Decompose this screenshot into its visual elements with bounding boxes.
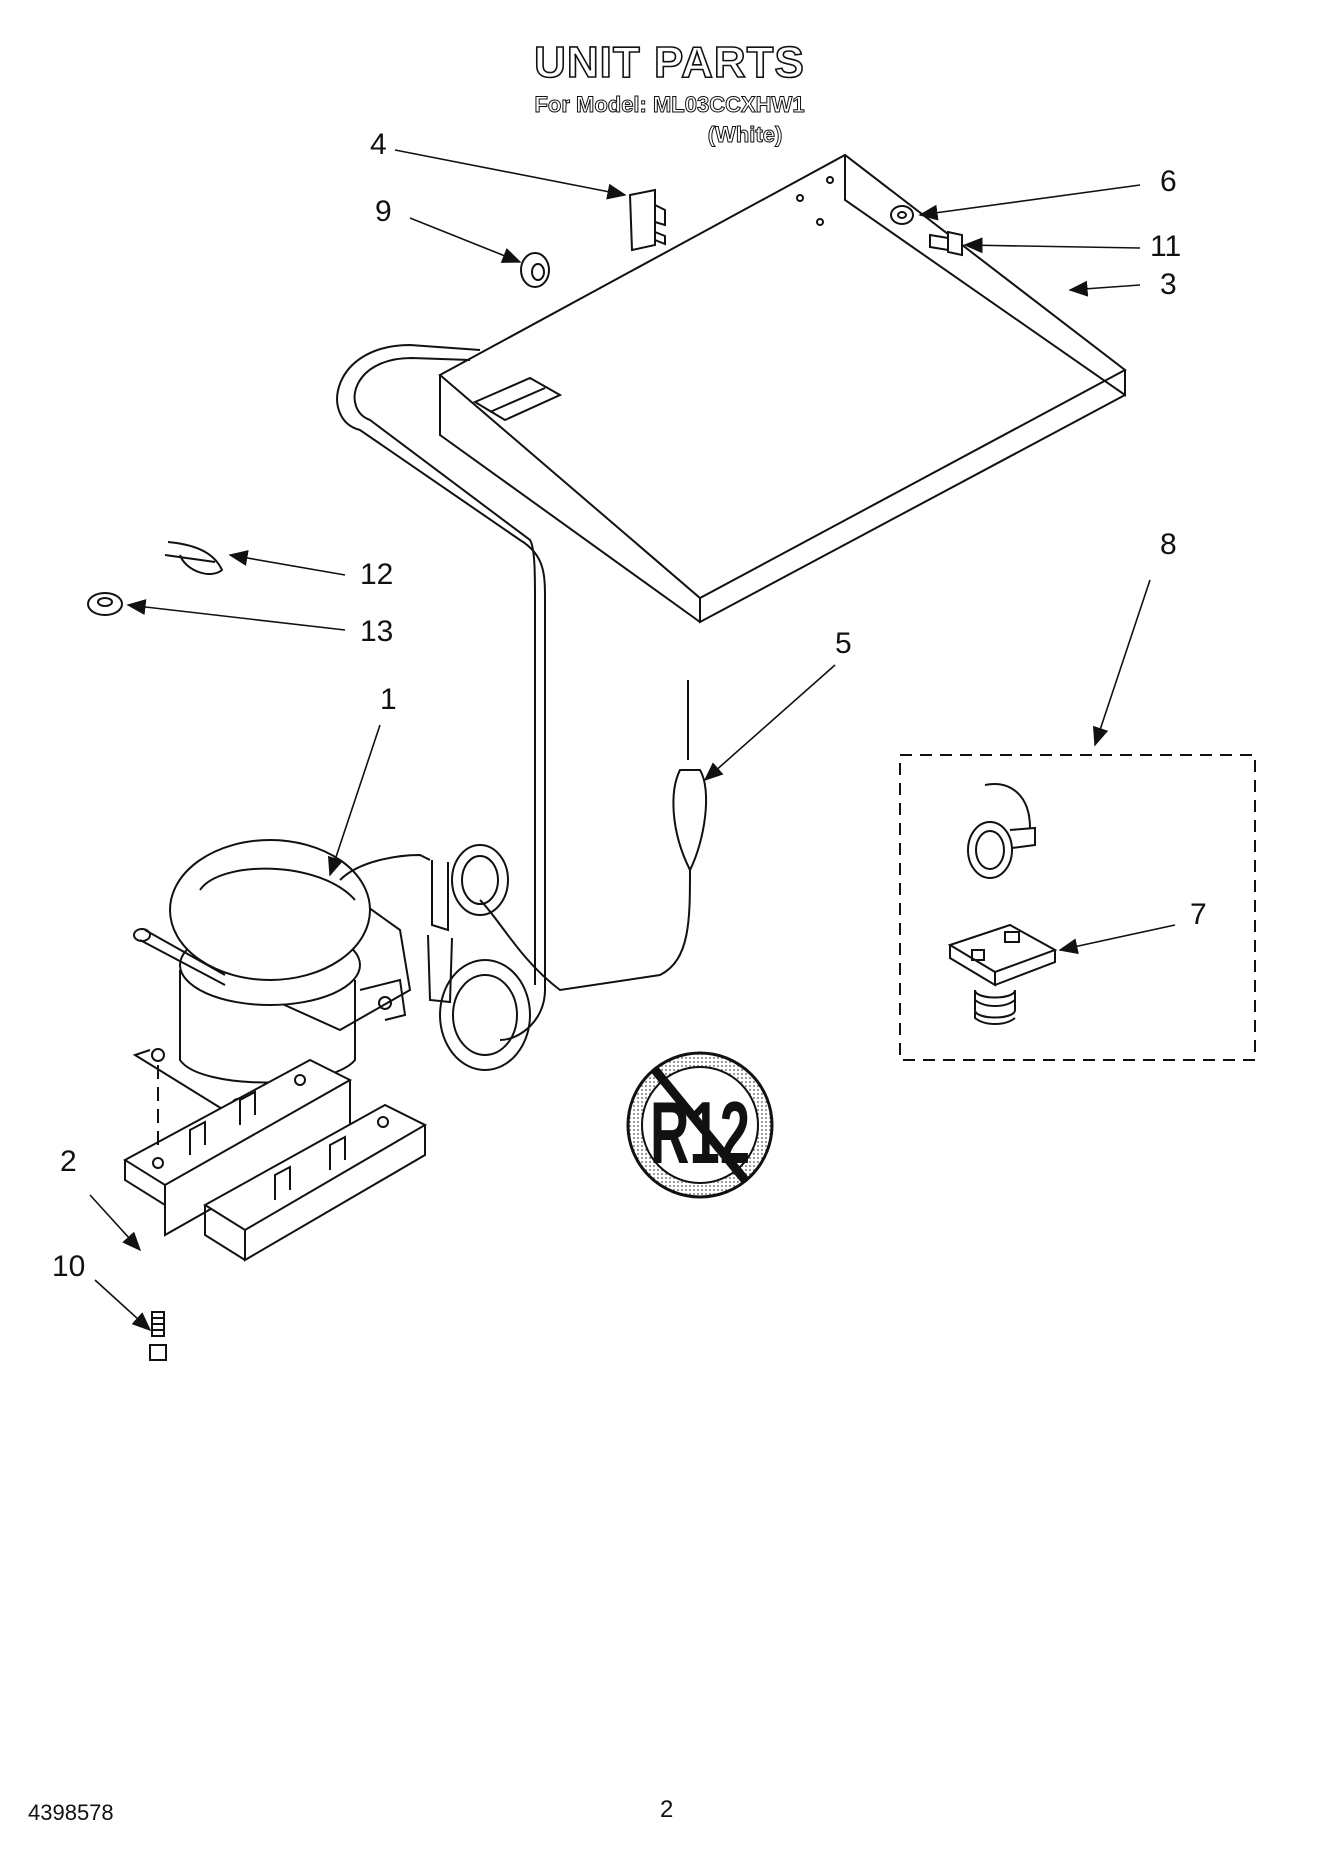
part-8-thermostat-knob bbox=[967, 783, 1036, 879]
part-2-base-rails bbox=[123, 1058, 428, 1262]
callout-11: 11 bbox=[1150, 230, 1182, 263]
page-number: 2 bbox=[660, 1796, 674, 1823]
callout-3: 3 bbox=[1160, 268, 1177, 301]
callout-4: 4 bbox=[370, 128, 387, 161]
callout-7: 7 bbox=[1190, 898, 1207, 931]
page-title: UNIT PARTS bbox=[533, 37, 805, 88]
leader-arrows bbox=[89, 149, 1176, 1332]
part-10-screw bbox=[149, 1311, 167, 1361]
callout-1: 1 bbox=[380, 683, 397, 716]
part-9-plug bbox=[520, 252, 550, 288]
callout-9: 9 bbox=[375, 195, 392, 228]
part-4-bracket bbox=[628, 188, 666, 252]
tubing-coils bbox=[427, 844, 531, 1071]
callout-5: 5 bbox=[835, 627, 852, 660]
callout-10: 10 bbox=[52, 1250, 86, 1283]
part-11-bolt bbox=[929, 230, 963, 257]
part-5-sensor-bulb bbox=[479, 680, 708, 992]
part-12-clip bbox=[164, 541, 224, 575]
part-7-thermostat bbox=[947, 923, 1058, 1025]
callout-2: 2 bbox=[60, 1145, 77, 1178]
part-6-washer bbox=[890, 205, 914, 225]
part-3-evaporator-plate bbox=[438, 153, 1127, 624]
callout-6: 6 bbox=[1160, 165, 1177, 198]
model-subtitle: For Model: ML03CCXHW1 bbox=[534, 92, 805, 118]
no-r12-badge: R12 bbox=[626, 1051, 774, 1199]
callout-8: 8 bbox=[1160, 528, 1177, 561]
document-number: 4398578 bbox=[28, 1800, 114, 1825]
capillary-tubing bbox=[336, 343, 546, 1041]
callout-13: 13 bbox=[360, 615, 394, 648]
part-13-grommet bbox=[87, 592, 123, 616]
callout-12: 12 bbox=[360, 558, 394, 591]
part-1-compressor bbox=[132, 839, 431, 1122]
color-variant: (White) bbox=[707, 122, 783, 148]
part-8-kit-box bbox=[899, 754, 1256, 1061]
